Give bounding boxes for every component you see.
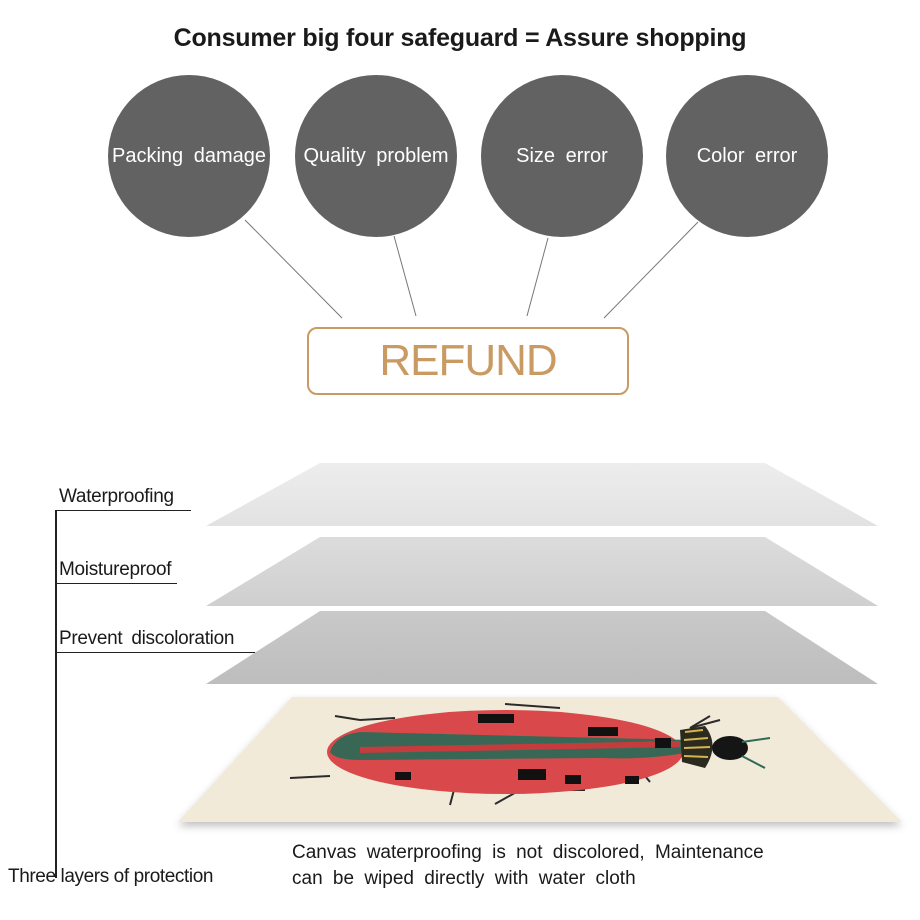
ladybug-icon — [289, 703, 771, 806]
canvas-caption: Canvas waterproofing is not discolored, … — [292, 840, 764, 892]
safeguard-label: Quality problem — [303, 144, 449, 167]
refund-box: REFUND — [307, 327, 629, 395]
caption-line-1: Canvas waterproofing is not discolored, … — [292, 842, 764, 863]
layer-waterproofing — [206, 463, 878, 526]
safeguard-packing-damage: Packing damage — [108, 75, 270, 237]
layer-label-waterproofing: Waterproofing — [55, 486, 191, 511]
protection-label: Three layers of protection — [8, 866, 214, 887]
layer-label-prevent-discoloration: Prevent discoloration — [55, 628, 255, 653]
safeguard-size-error: Size error — [481, 75, 643, 237]
safeguard-label: Packing damage — [112, 144, 266, 167]
safeguard-quality-problem: Quality problem — [295, 75, 457, 237]
safeguard-label: Color error — [696, 144, 798, 167]
layer-label-moistureproof: Moistureproof — [55, 559, 177, 584]
page-title: Consumer big four safeguard = Assure sho… — [173, 24, 747, 52]
safeguard-label: Size error — [516, 144, 608, 167]
refund-label: REFUND — [379, 336, 557, 385]
layers-bracket — [55, 510, 57, 878]
caption-line-2: can be wiped directly with water cloth — [292, 868, 636, 889]
layer-moistureproof — [206, 537, 878, 606]
layer-prevent-discoloration — [206, 611, 878, 684]
safeguard-color-error: Color error — [666, 75, 828, 237]
